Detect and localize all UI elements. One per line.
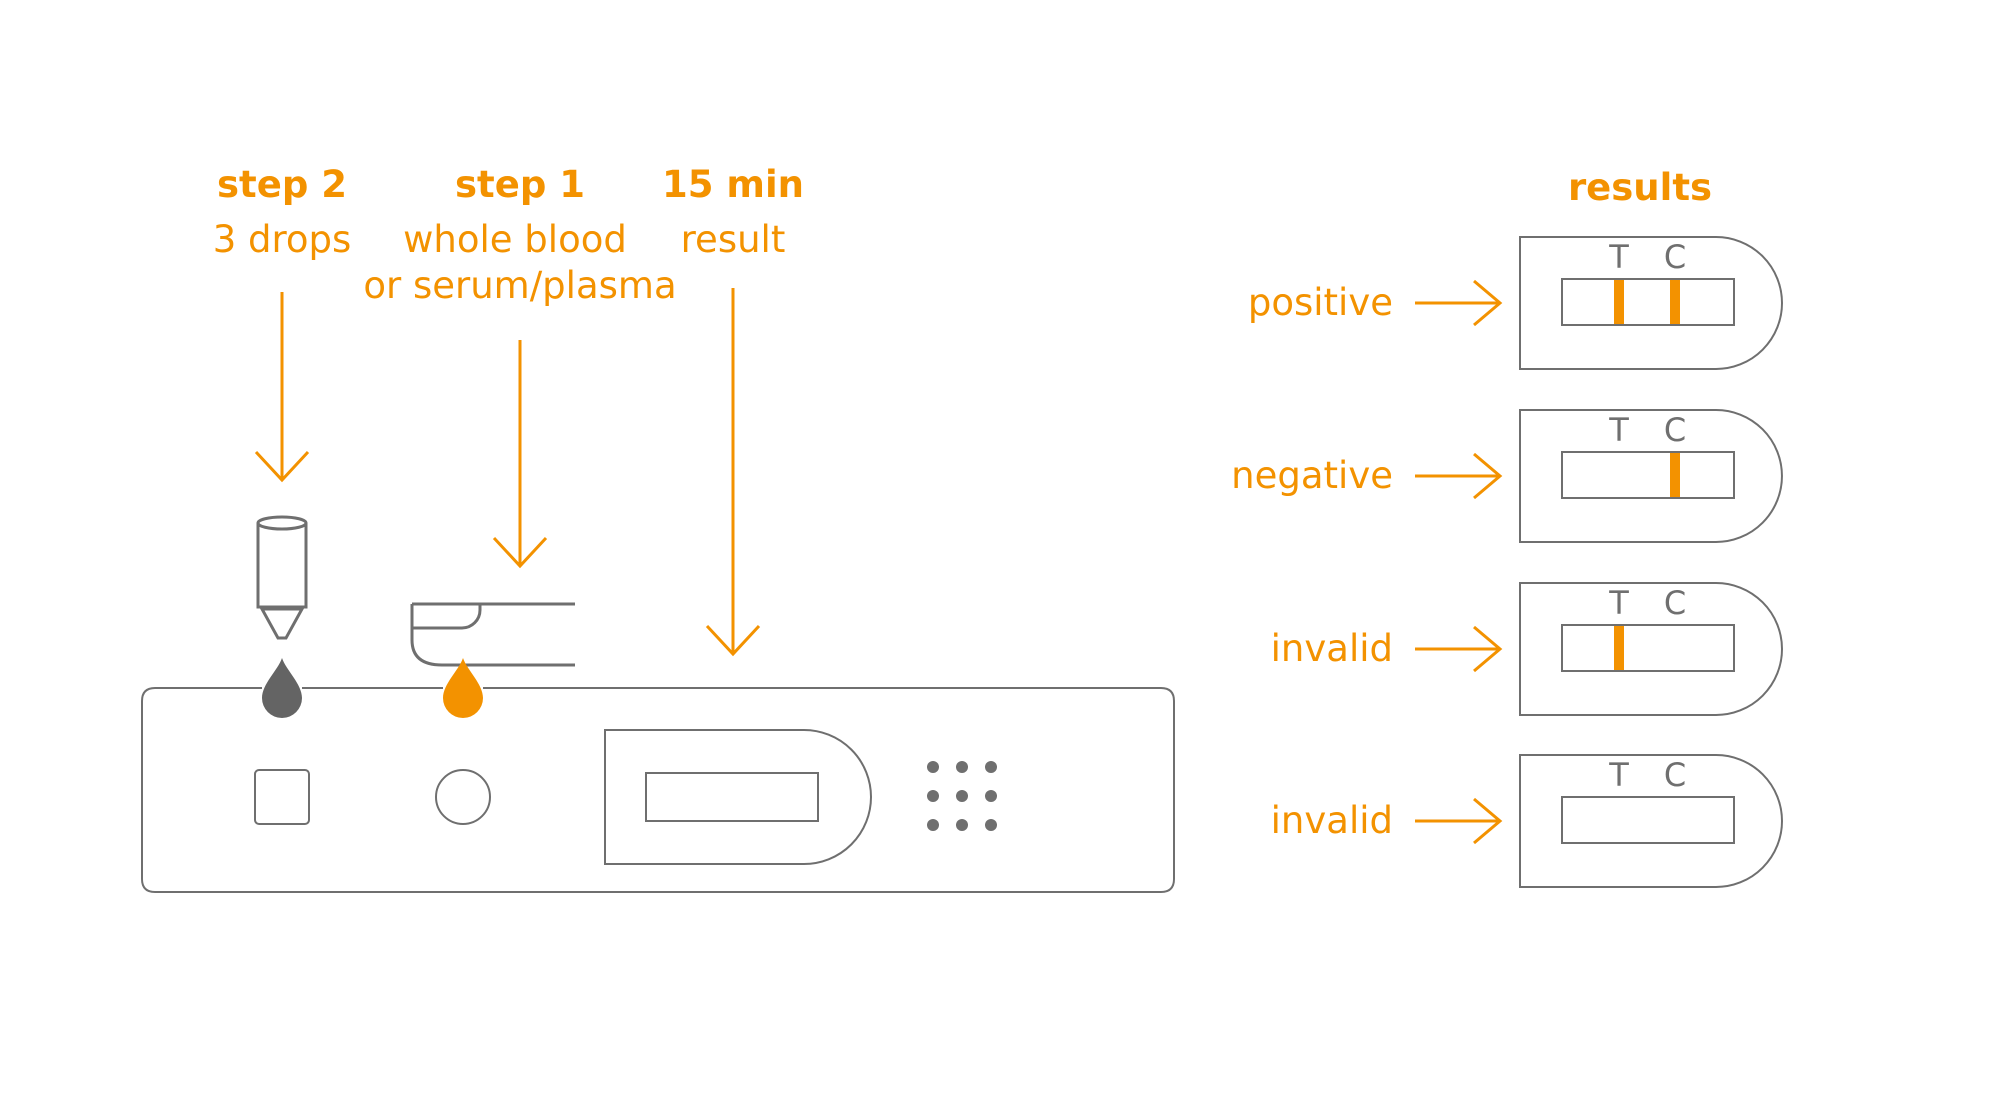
result-label: positive [1248,281,1393,324]
result-strip [1561,796,1735,844]
test-line [1614,280,1624,324]
arrow-icon [1415,279,1503,327]
control-line-label: C [1664,238,1686,276]
test-line [1614,626,1624,670]
result-label: invalid [1271,799,1393,842]
step-1-heading: step 1 whole blood or serum/plasma [363,163,676,307]
step-1-title: step 1 [455,163,585,206]
buffer-well [254,769,310,825]
test-cassette [141,687,1175,893]
result-window [604,729,872,865]
wait-time-description: result [681,218,786,261]
step-2-description: 3 drops [213,218,352,261]
arrow-icon [705,288,761,657]
result-label: negative [1231,454,1393,497]
step-1-description-line-2: or serum/plasma [363,264,676,307]
arrow-icon [492,340,548,569]
result-strip [1561,624,1735,672]
drop-icon [262,658,302,718]
control-line-label: C [1664,756,1686,794]
grip-dots [927,761,997,831]
test-line-label: T [1608,238,1629,276]
arrow-icon [1415,797,1503,845]
arrow-icon [254,292,310,483]
step-2-title: step 2 [217,163,347,206]
dropper-icon [256,515,308,640]
test-line-label: T [1608,584,1629,622]
finger-icon [410,602,575,667]
step-2-heading: step 2 3 drops [213,163,352,261]
control-line-label: C [1664,584,1686,622]
result-window-strip [645,772,819,822]
wait-heading: 15 min result [662,163,804,261]
arrow-icon [1415,452,1503,500]
sample-well [435,769,491,825]
test-line-label: T [1608,756,1629,794]
results-title: results [1568,166,1712,209]
step-1-description-line-1: whole blood [403,218,627,261]
control-line-label: C [1664,411,1686,449]
wait-time-title: 15 min [662,163,804,206]
control-line [1670,453,1680,497]
result-strip [1561,278,1735,326]
drop-icon [443,658,483,718]
control-line [1670,280,1680,324]
result-label: invalid [1271,627,1393,670]
test-line-label: T [1608,411,1629,449]
result-strip [1561,451,1735,499]
arrow-icon [1415,625,1503,673]
